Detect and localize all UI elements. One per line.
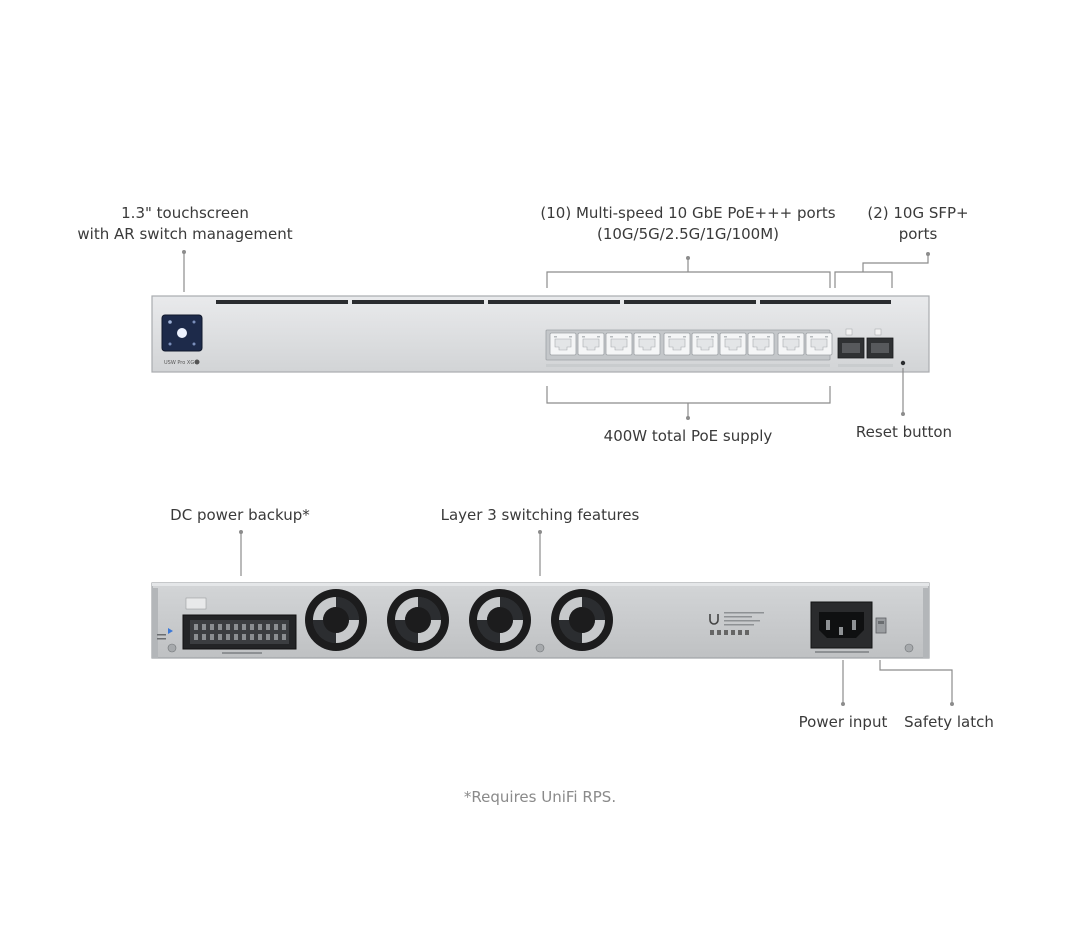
callout-touchscreen-line2: with AR switch management (77, 225, 293, 243)
touchscreen (161, 314, 203, 352)
fan-4 (551, 589, 613, 651)
regulatory-label (709, 612, 764, 635)
callout-poe-supply: 400W total PoE supply (603, 427, 773, 445)
callout-dc-power-backup: DC power backup* (170, 506, 310, 524)
callout-poe-ports-line1: (10) Multi-speed 10 GbE PoE+++ ports (540, 204, 836, 222)
safety-latch (875, 617, 887, 634)
callout-touchscreen-line1: 1.3" touchscreen (121, 204, 249, 222)
footnote: *Requires UniFi RPS. (463, 788, 617, 806)
callout-layer3: Layer 3 switching features (440, 506, 640, 524)
callout-safety-latch: Safety latch (904, 713, 994, 731)
fan-2 (387, 589, 449, 651)
rj45-port-block (545, 329, 833, 367)
fan-1 (305, 589, 367, 651)
callout-poe-ports: (10) Multi-speed 10 GbE PoE+++ ports (10… (518, 203, 858, 245)
callout-sfp-ports-line2: ports (898, 225, 938, 243)
sfp-port-block (837, 328, 894, 367)
callout-reset-button: Reset button (855, 423, 953, 441)
dc-power-connector (182, 597, 297, 654)
callout-touchscreen: 1.3" touchscreen with AR switch manageme… (60, 203, 310, 245)
callout-sfp-ports-line1: (2) 10G SFP+ (867, 204, 969, 222)
locate-arrow-icon (168, 628, 173, 634)
model-label: USW Pro XG (164, 360, 194, 366)
unifi-logo-icon (194, 359, 200, 365)
callout-power-input: Power input (798, 713, 888, 731)
power-inlet (810, 601, 873, 653)
callout-poe-ports-line2: (10G/5G/2.5G/1G/100M) (596, 225, 779, 243)
reset-button (900, 360, 906, 366)
callout-sfp-ports: (2) 10G SFP+ ports (850, 203, 986, 245)
fan-3 (469, 589, 531, 651)
rear-panel (151, 582, 930, 659)
front-panel: USW Pro XG (151, 295, 930, 373)
callout-lines (183, 252, 953, 704)
